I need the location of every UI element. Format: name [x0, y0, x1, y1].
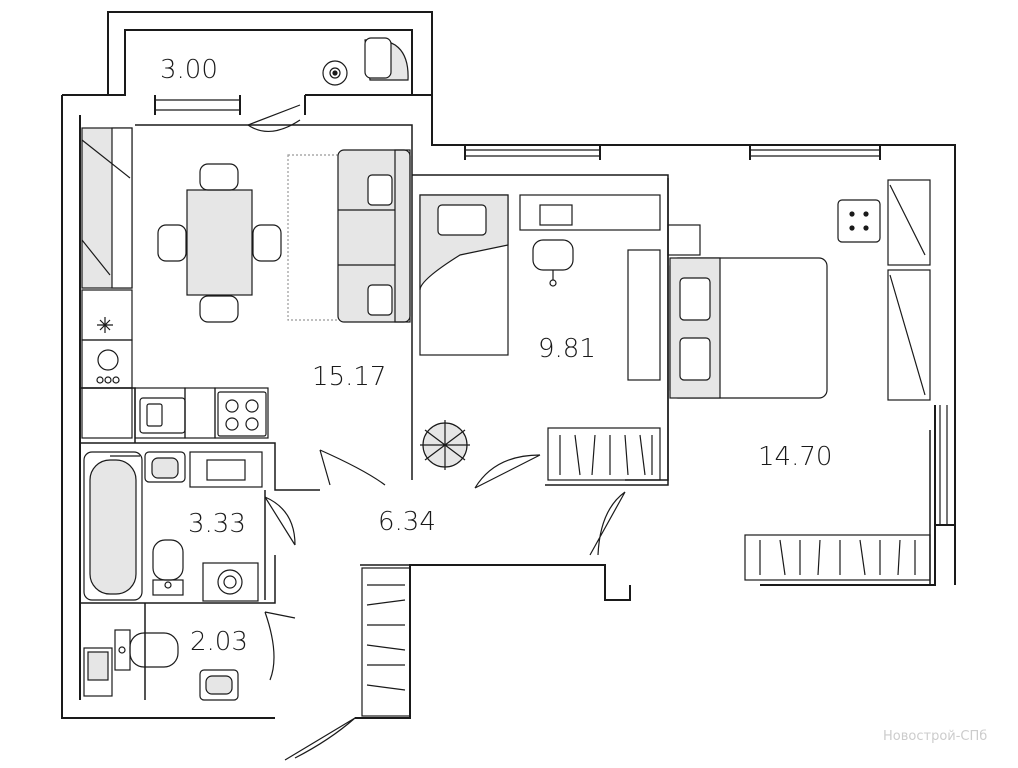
toilet-2-icon: [114, 629, 179, 671]
tv-cabinet-icon: [627, 224, 701, 381]
watermark: Новострой-СПб: [883, 729, 987, 744]
area-label-small-bedroom: 9.81: [538, 334, 596, 364]
boiler-icon: [96, 349, 120, 384]
washbasin-icon: [144, 451, 186, 483]
wardrobe-icon: [547, 427, 661, 481]
area-label-living-kitchen: 15.17: [312, 362, 386, 392]
water-heater-icon: [83, 647, 113, 697]
hallway-wardrobe-icon: [361, 567, 411, 717]
area-label-toilet: 2.03: [190, 627, 248, 657]
toilet-icon: [152, 539, 184, 596]
wardrobe-large-icon: [744, 534, 931, 581]
double-bed-icon: [669, 257, 828, 399]
small-sink-icon: [199, 669, 239, 701]
area-label-balcony: 3.00: [160, 55, 218, 85]
plant-icon: [420, 420, 470, 470]
interior-walls: [80, 124, 931, 700]
washing-machine-icon: [202, 562, 259, 602]
bathtub-icon: [83, 451, 143, 601]
doors: [247, 104, 626, 761]
kitchen-sink-icon: [139, 397, 186, 434]
area-label-bathroom: 3.33: [188, 509, 246, 539]
kitchen-cabinets: [81, 127, 269, 439]
round-table-icon: [322, 60, 348, 86]
fridge-icon: [97, 317, 113, 333]
area-label-hallway: 6.34: [378, 507, 436, 537]
nightstand-icon: [837, 199, 881, 243]
outer-walls: [61, 11, 956, 719]
single-bed-icon: [419, 194, 509, 356]
stove-icon: [217, 391, 267, 437]
bathroom-cabinet-icon: [189, 451, 263, 488]
armchair-icon: [364, 37, 409, 81]
windows: [155, 99, 948, 525]
dining-table-icon: [157, 163, 282, 323]
desk-icon: [519, 194, 661, 287]
closet-icon: [887, 179, 931, 401]
furniture: [81, 37, 931, 717]
sofa-icon: [287, 149, 411, 323]
area-labels: 3.00 15.17 9.81 14.70 3.33 6.34 2.03: [160, 55, 832, 657]
area-label-large-bedroom: 14.70: [758, 442, 832, 472]
